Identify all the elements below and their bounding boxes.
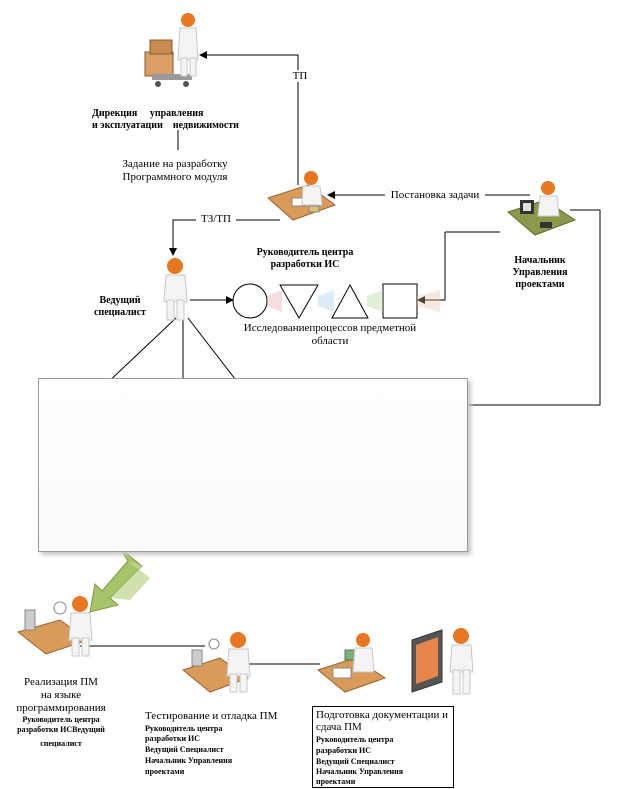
impl-label-line6: специалист — [40, 739, 82, 748]
tz-tp-connector — [169, 219, 280, 256]
research-label-line2: области — [311, 335, 349, 347]
doc-label-line4: Начальник Управления — [316, 767, 404, 776]
impl-label-line5: разработки ИСВедущий — [17, 725, 105, 734]
direction-label-line2: и эксплуатации недвижимости — [92, 120, 239, 131]
chief-label-line1: Начальник — [514, 255, 566, 266]
impl-label-line2: на языке — [40, 689, 82, 701]
chief-box-connector — [467, 209, 601, 406]
documentation-box — [312, 706, 454, 788]
task-label-line1: Задание на разработку — [122, 158, 228, 170]
doc-label-line1: Руководитель центра — [316, 735, 394, 744]
head-label-line2: разработки ИС — [270, 259, 340, 270]
research-square — [382, 283, 418, 319]
direction-label-line1: Дирекция управления — [92, 108, 204, 119]
doc-title-line2: сдача ПМ — [316, 721, 362, 733]
green-block-arrow — [89, 547, 150, 613]
test-label-line5: проектами — [145, 767, 185, 776]
research-circle — [232, 283, 268, 319]
test-label-line1: Руководитель центра — [145, 724, 223, 733]
task-label-line2: Программного модуля — [122, 171, 228, 183]
process-box — [38, 378, 468, 552]
research-triangle-down — [279, 284, 319, 320]
research-triangle-up — [331, 283, 369, 319]
doc-label-line3: Ведущий Специалист — [316, 757, 395, 766]
doc-label-line5: проектами — [316, 777, 356, 786]
impl-label-line1: Реализация ПМ — [24, 676, 98, 688]
statement-label: Постановка задачи — [385, 189, 485, 201]
impl-label-line3: программирования — [16, 702, 106, 714]
research-label-line1: Исследованиепроцессов предметной — [243, 322, 417, 334]
doc-label-line2: разработки ИС — [316, 746, 372, 755]
tp-connector — [199, 51, 299, 185]
lead-line-right — [187, 317, 243, 389]
test-label-line4: Начальник Управления — [145, 756, 233, 765]
lead-label-line2: специалист — [94, 307, 146, 318]
tz-tp-label: ТЗ/ТП — [196, 213, 236, 225]
chief-square-connector — [417, 232, 446, 304]
test-label-line2: разработки ИС — [145, 734, 201, 743]
chief-label-line2: Управления — [512, 267, 568, 278]
head-label-line1: Руководитель центра — [256, 247, 354, 258]
chief-label-line3: проектами — [515, 279, 565, 290]
tp-label: ТП — [289, 70, 311, 82]
impl-label-line4: Руководитель центра — [22, 715, 100, 724]
test-label-line3: Ведущий Специалист — [145, 745, 224, 754]
lead-label-line1: Ведущий — [99, 295, 141, 306]
lead-line-left — [103, 317, 177, 387]
test-title: Тестирование и отладка ПМ — [145, 710, 278, 722]
doc-title-line1: Подготовка документации и — [316, 709, 448, 721]
